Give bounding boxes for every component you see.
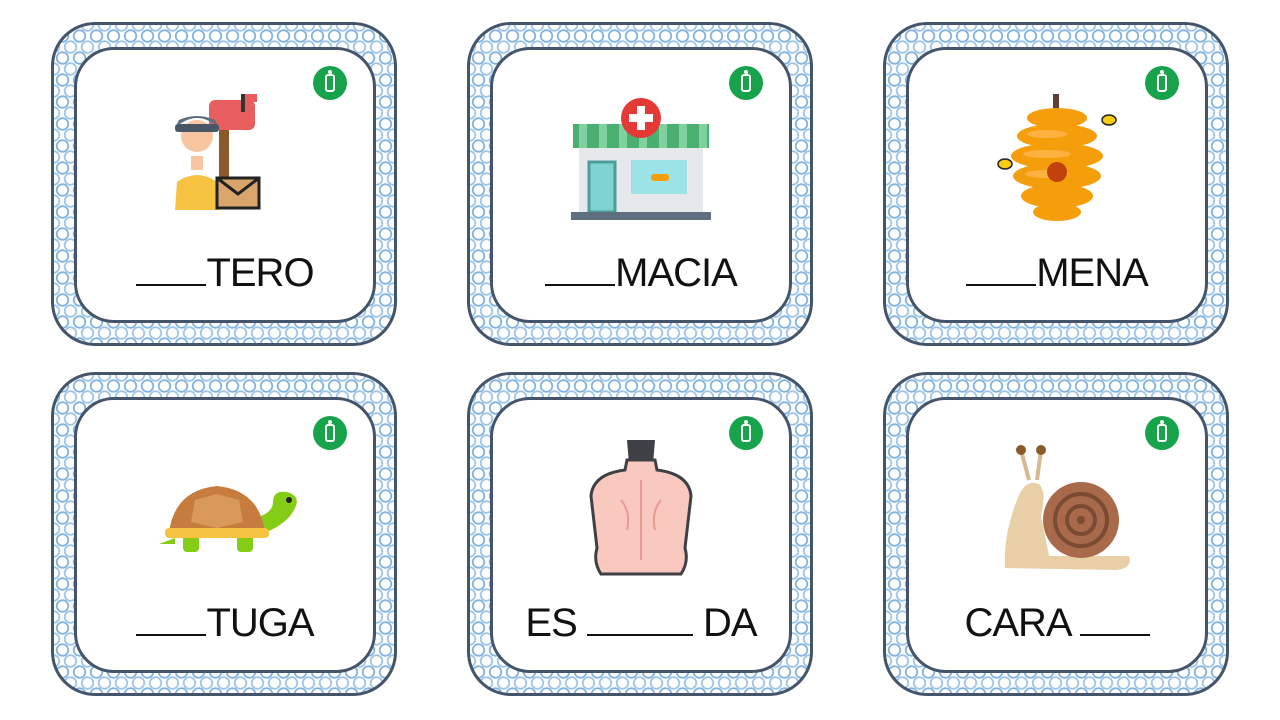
beehive-icon xyxy=(977,90,1137,230)
logo-badge-icon xyxy=(1145,66,1179,100)
word-prefix: ES xyxy=(525,601,577,645)
snail-icon xyxy=(977,440,1137,580)
card-inner: CARA xyxy=(906,397,1208,673)
word-label: ES DA xyxy=(493,601,789,646)
word-suffix: TERO xyxy=(206,251,314,295)
card-5[interactable]: ES DA xyxy=(467,372,813,696)
blank-line xyxy=(545,283,616,286)
word-label: MACIA xyxy=(493,251,789,296)
logo-badge-icon xyxy=(729,66,763,100)
card-3[interactable]: MENA xyxy=(883,22,1229,346)
card-2[interactable]: MACIA xyxy=(467,22,813,346)
word-suffix: MACIA xyxy=(615,251,738,295)
blank-line xyxy=(966,283,1037,286)
blank-line xyxy=(586,633,693,636)
blank-line xyxy=(136,283,207,286)
card-inner: TUGA xyxy=(74,397,376,673)
word-prefix: CARA xyxy=(964,601,1070,645)
blank-line xyxy=(136,633,207,636)
back-icon xyxy=(561,440,721,580)
card-1[interactable]: TERO xyxy=(51,22,397,346)
word-label: TERO xyxy=(77,251,373,296)
card-inner: ES DA xyxy=(490,397,792,673)
logo-badge-icon xyxy=(313,66,347,100)
logo-badge-icon xyxy=(729,416,763,450)
word-label: MENA xyxy=(909,251,1205,296)
word-label: CARA xyxy=(909,601,1205,646)
card-inner: MENA xyxy=(906,47,1208,323)
word-suffix: TUGA xyxy=(206,601,314,645)
card-4[interactable]: TUGA xyxy=(51,372,397,696)
logo-badge-icon xyxy=(1145,416,1179,450)
card-inner: TERO xyxy=(74,47,376,323)
blank-line xyxy=(1079,633,1150,636)
turtle-icon xyxy=(145,440,305,580)
card-6[interactable]: CARA xyxy=(883,372,1229,696)
pharmacy-icon xyxy=(561,90,721,230)
card-inner: MACIA xyxy=(490,47,792,323)
mail-carrier-icon xyxy=(145,90,305,230)
word-label: TUGA xyxy=(77,601,373,646)
logo-badge-icon xyxy=(313,416,347,450)
word-suffix: DA xyxy=(703,601,758,645)
word-suffix: MENA xyxy=(1036,251,1149,295)
